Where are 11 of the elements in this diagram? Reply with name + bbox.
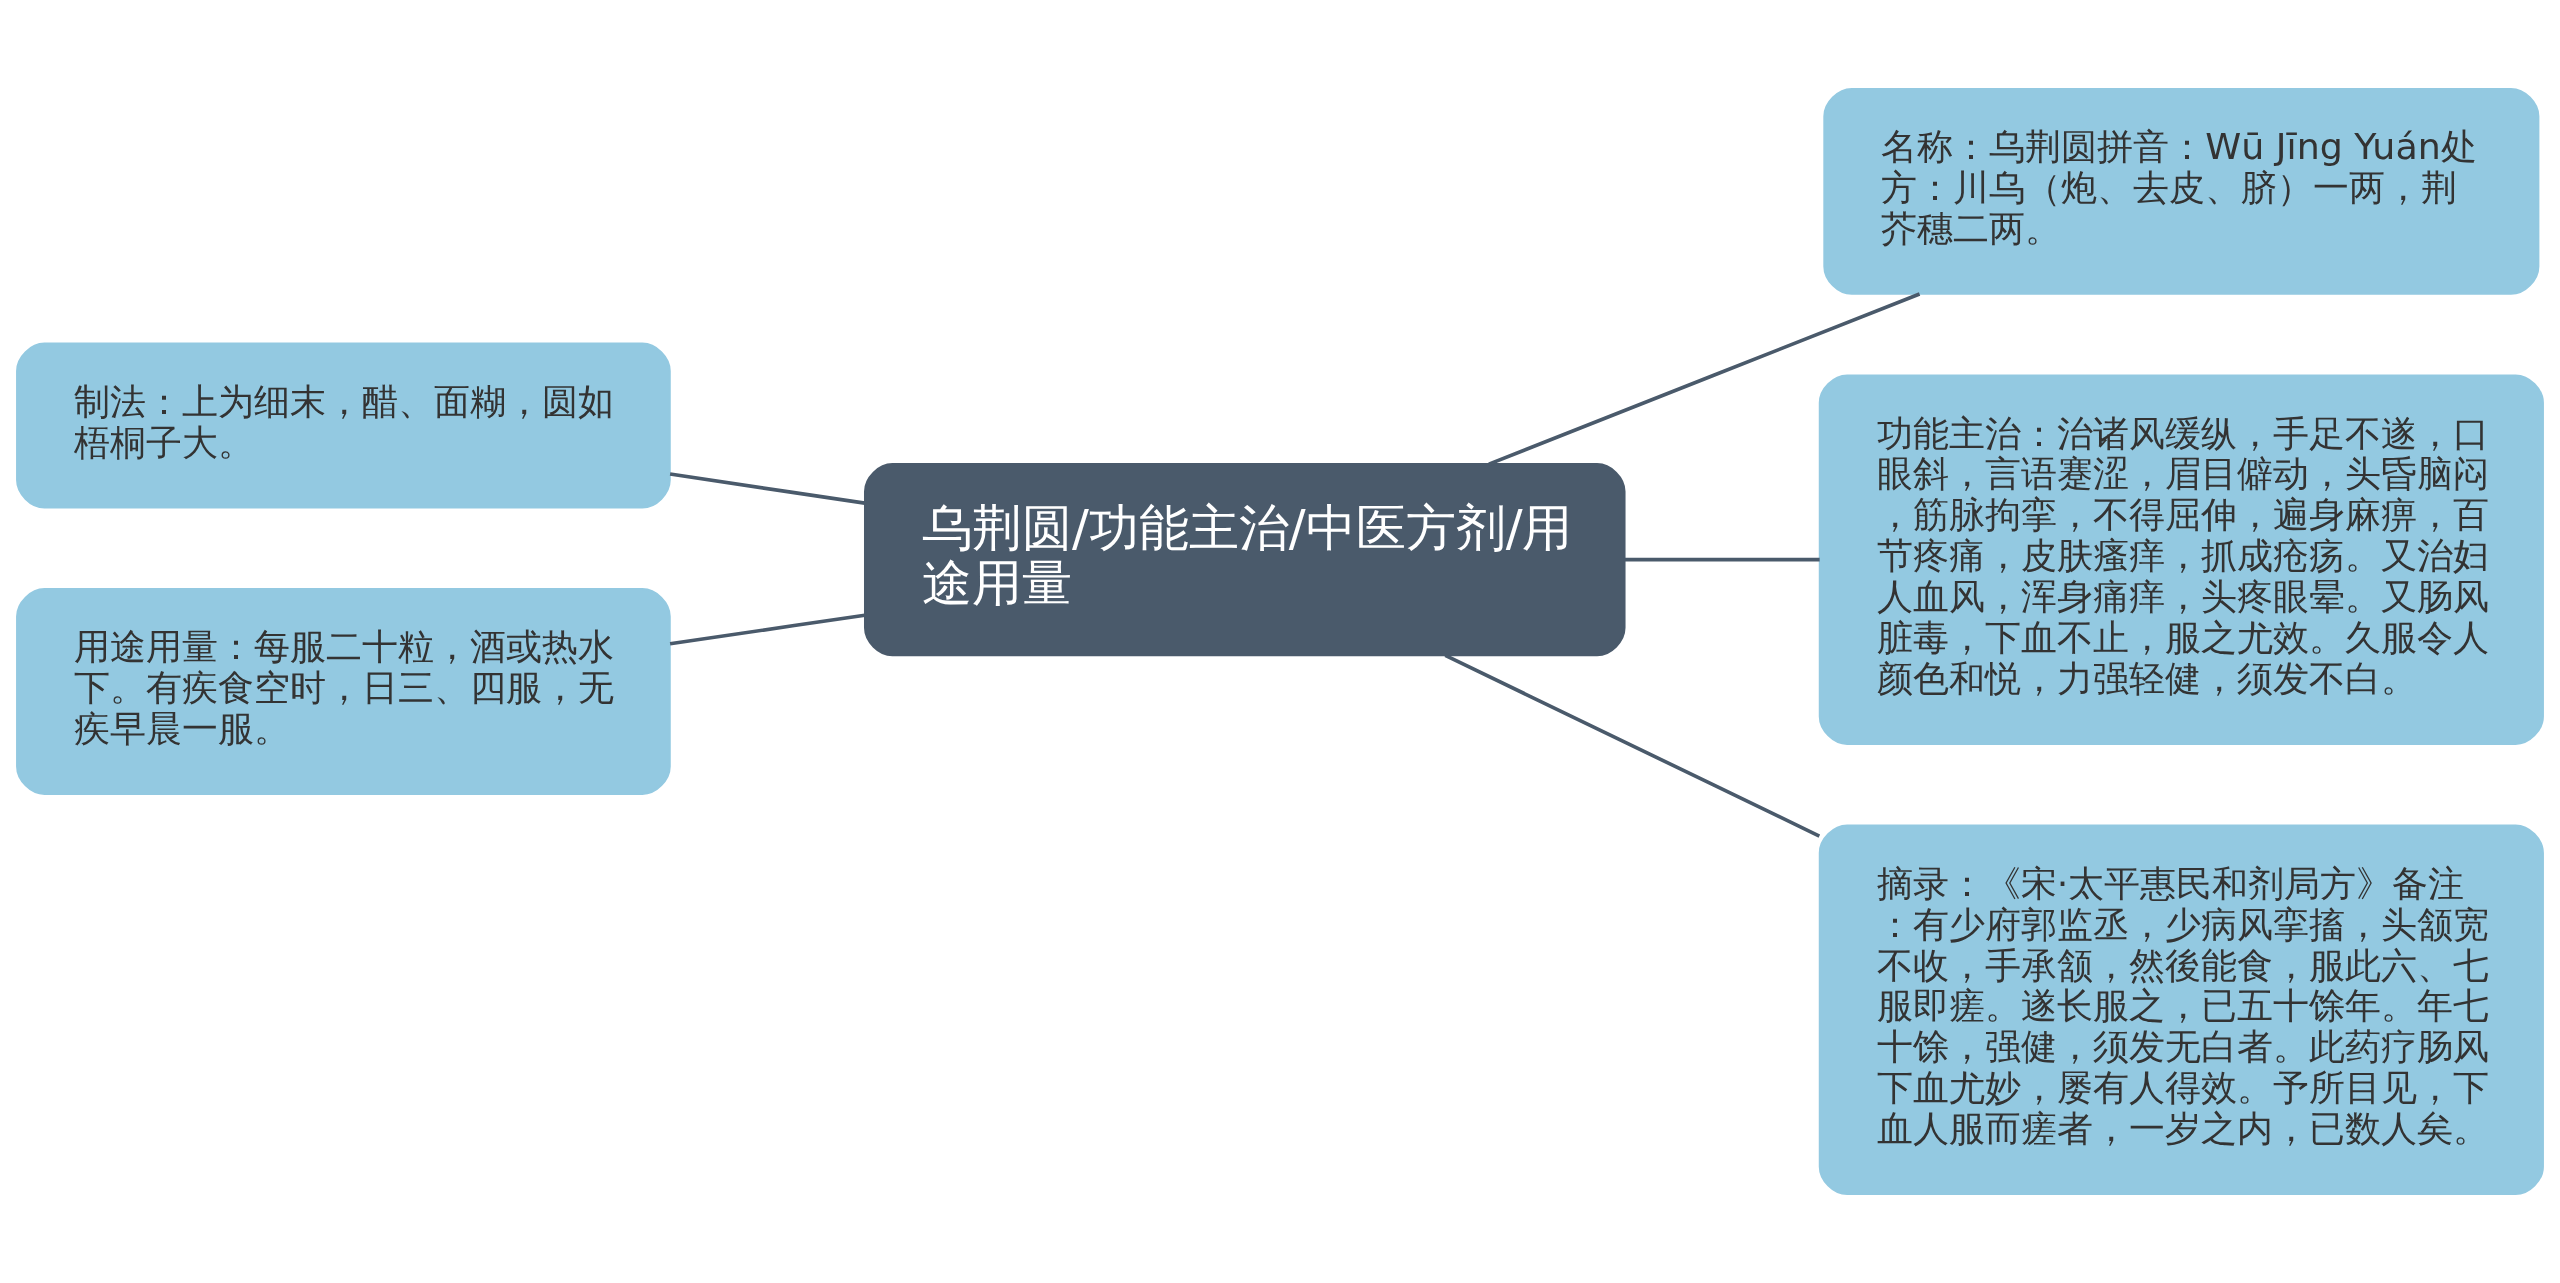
node-box: 乌荆圆/功能主治/中医方剂/用途用量: [864, 463, 1626, 657]
connector: [1444, 653, 1821, 838]
connector: [669, 613, 866, 646]
connector: [669, 472, 866, 505]
connector: [1624, 557, 1820, 562]
node-box: 名称：乌荆圆拼音：Wū Jīng Yuán处方：川乌（炮、去皮、脐）一两，荆芥穗二两。: [1823, 87, 2540, 295]
node-box: 制法：上为细末，醋、面糊，圆如梧桐子大。: [16, 342, 671, 509]
node-box: 摘录：《宋·太平惠民和剂局方》备注：有少府郭监丞，少病风挛搐，头颔宽不收，手承颔，然後能食，服此六、七服即瘥。遂长服之，已五十馀年。年七十馀，强健，须发无白者。此药疗肠风下血尤妙，屡有人得效。予所目见，下血人服而瘥者，一岁之内，已数人矣。: [1818, 824, 2544, 1196]
node-box: 用途用量：每服二十粒，酒或热水下。有疾食空时，日三、四服，无疾早晨一服。: [16, 588, 671, 795]
connector: [1488, 292, 1921, 466]
node-box: 功能主治：治诸风缓纵，手足不遂，口眼斜，言语蹇涩，眉目僻动，头昏脑闷，筋脉拘挛，不得屈伸，遍身麻痹，百节疼痛，皮肤瘙痒，抓成疮疡。又治妇人血风，浑身痛痒，头疼眼晕。又肠风脏毒，下血不止，服之尤效。久服令人颜色和悦，力强轻健，须发不白。: [1818, 374, 2544, 745]
